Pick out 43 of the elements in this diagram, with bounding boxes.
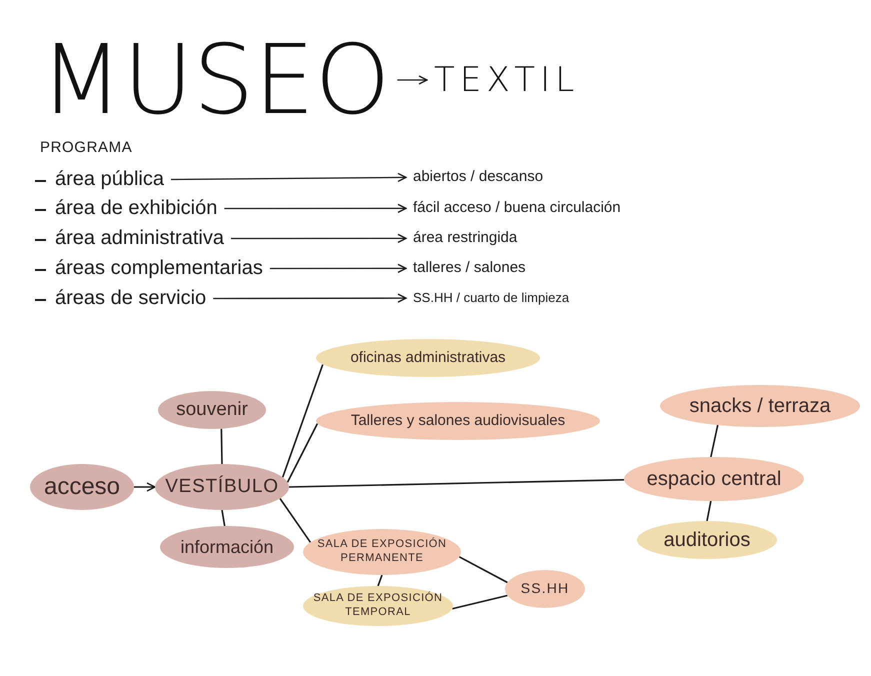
space-bubble: SS.HH	[505, 570, 585, 608]
space-bubble: espacio central	[624, 457, 804, 501]
space-bubble: VESTÍBULO	[155, 464, 289, 510]
arrow	[213, 294, 407, 303]
space-bubble: auditorios	[637, 521, 777, 559]
space-bubble: oficinas administrativas	[316, 339, 540, 377]
space-bubble: SALA DE EXPOSICIÓN PERMANENTE	[303, 529, 461, 575]
connector-line	[377, 574, 383, 586]
space-bubble: información	[160, 526, 294, 568]
space-bubble: acceso	[30, 464, 134, 510]
connector-line	[288, 478, 624, 488]
program-item: áreas complementarias	[55, 256, 263, 281]
arrow	[397, 75, 428, 85]
connector-line	[279, 498, 312, 543]
space-bubble: Talleres y salones audiovisuales	[316, 402, 600, 440]
connector-line	[706, 500, 712, 522]
program-note: talleres / salones	[413, 259, 526, 278]
arrow	[230, 234, 407, 244]
arrow	[224, 204, 407, 214]
program-item: áreas de servicio	[55, 286, 206, 311]
title-word: MUSEO	[40, 32, 390, 128]
arrow	[170, 172, 407, 182]
space-bubble: snacks / terraza	[660, 385, 860, 427]
program-item: área pública	[55, 167, 164, 192]
connector-line	[458, 556, 508, 584]
program-note: fácil acceso / buena circulación	[413, 199, 621, 218]
arrow	[270, 264, 407, 274]
connector-line	[220, 428, 223, 464]
program-note: SS.HH / cuarto de limpieza	[413, 290, 570, 306]
connector-line	[286, 423, 318, 483]
section-heading: PROGRAMA	[40, 138, 132, 158]
subtitle-word: TEXTIL	[434, 63, 580, 97]
arrow	[134, 482, 156, 492]
program-item: área de exhibición	[55, 196, 218, 221]
space-bubble: SALA DE EXPOSICIÓN TEMPORAL	[303, 586, 453, 626]
connector-line	[710, 424, 719, 458]
connector-line	[452, 594, 508, 610]
program-note: área restringida	[413, 229, 518, 248]
program-item: área administrativa	[55, 226, 224, 251]
connector-line	[282, 364, 324, 478]
space-bubble: souvenir	[158, 391, 266, 429]
program-note: abiertos / descanso	[413, 168, 544, 187]
connector-line	[221, 510, 226, 526]
